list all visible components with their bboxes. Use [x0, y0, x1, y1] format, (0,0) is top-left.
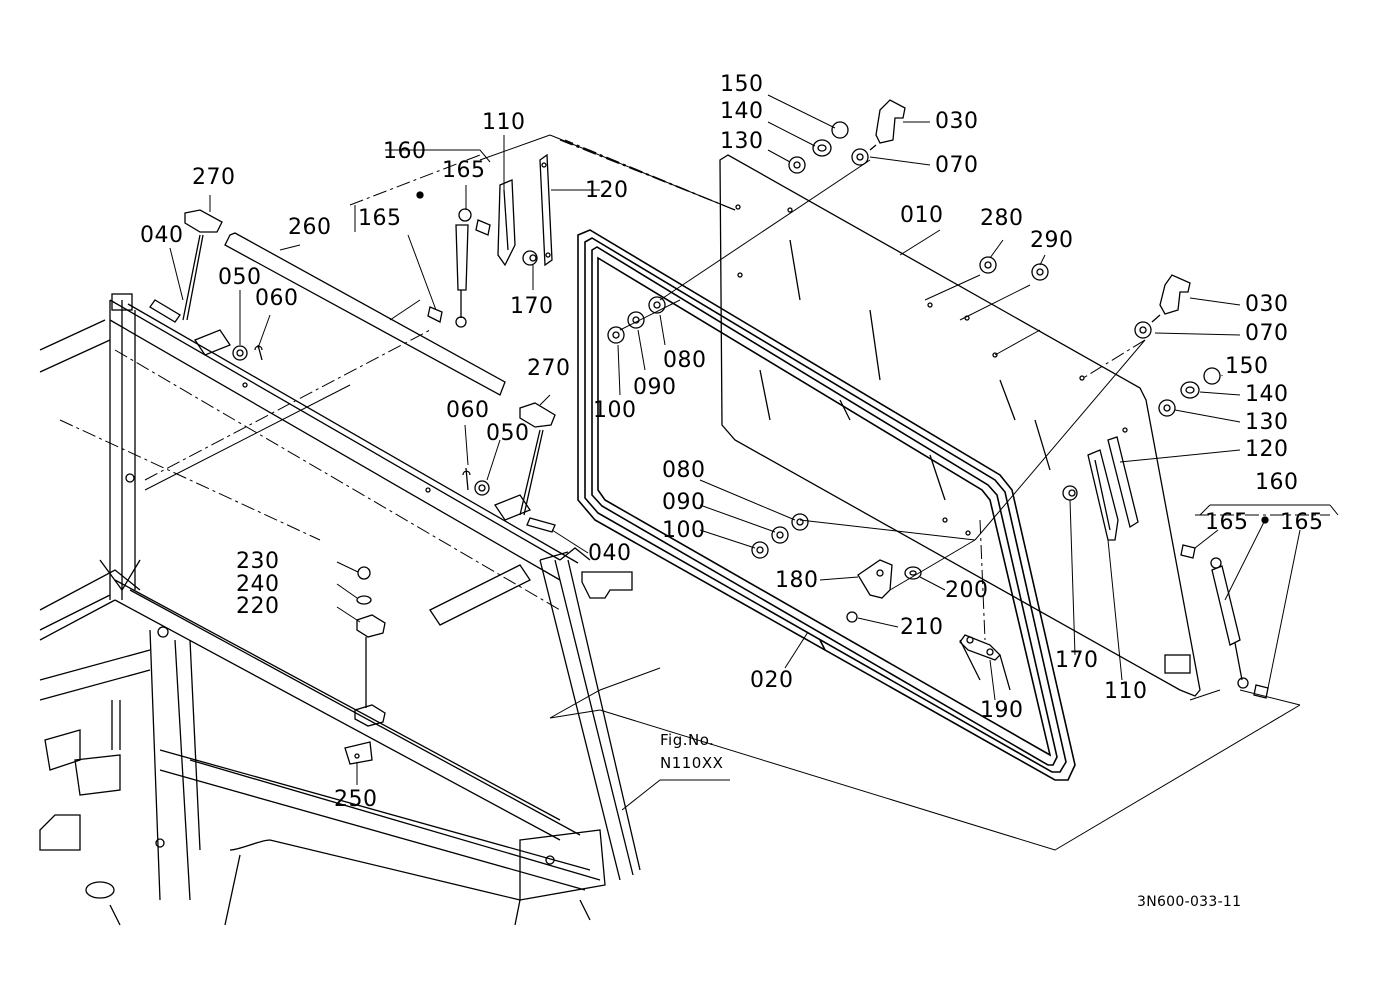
bolt-210	[846, 611, 858, 623]
callout-040-right: 040	[588, 541, 632, 566]
grommet-290	[1031, 263, 1049, 281]
pad-270-left	[182, 209, 223, 321]
washer-080-top	[648, 296, 666, 314]
latch-180	[857, 559, 893, 599]
callout-230: 230	[236, 549, 280, 574]
nut-070-right	[1134, 321, 1152, 339]
callout-090-top: 090	[633, 375, 677, 400]
callout-070-right: 070	[1245, 321, 1289, 346]
callout-140-top: 140	[720, 99, 764, 124]
callout-050-left: 050	[218, 265, 262, 290]
callout-140-right: 140	[1245, 382, 1289, 407]
pad-270-right	[519, 402, 556, 516]
nut-100-top	[607, 326, 625, 344]
figure-label: Fig.No.	[660, 731, 715, 749]
nut-150-top	[831, 121, 849, 139]
callout-100-bottom: 100	[662, 518, 706, 543]
callout-120-right: 120	[1245, 437, 1289, 462]
gas-strut-left	[416, 191, 491, 328]
callout-290: 290	[1030, 228, 1074, 253]
callout-120-left: 120	[585, 178, 629, 203]
callout-170-left: 170	[510, 294, 554, 319]
seal-frame	[577, 229, 1076, 781]
callout-165-left-a: 165	[442, 158, 486, 183]
pin-040-left	[149, 299, 181, 323]
callout-110-right: 110	[1104, 679, 1148, 704]
nut-150-right	[1203, 367, 1221, 385]
callout-080-bottom: 080	[662, 458, 706, 483]
glass-panel	[719, 154, 1201, 697]
callout-130-top: 130	[720, 129, 764, 154]
washer-090-top	[627, 311, 645, 329]
callout-160-left: 160	[383, 139, 427, 164]
callout-160-right: 160	[1255, 470, 1299, 495]
plate-120-right	[1107, 436, 1139, 529]
callout-060-right: 060	[446, 398, 490, 423]
handle-030-right	[1151, 274, 1191, 323]
callout-050-right: 050	[486, 421, 530, 446]
projection-lines	[144, 134, 1301, 851]
bracket-110-right	[1087, 449, 1119, 541]
callout-240: 240	[236, 572, 280, 597]
callout-020: 020	[750, 668, 794, 693]
bolt-stack	[344, 566, 386, 765]
washer-130-right	[1158, 399, 1176, 417]
callout-165-left-b: 165	[358, 206, 402, 231]
figure-reference: N110XX	[660, 754, 724, 772]
spacer-170-right	[1062, 485, 1078, 501]
nut-070-top	[851, 148, 869, 166]
callout-210: 210	[900, 615, 944, 640]
washer-050-left	[232, 345, 248, 361]
cotter-060-right	[462, 467, 471, 491]
callout-165-right-b: 165	[1280, 510, 1324, 535]
callout-150-top: 150	[720, 72, 764, 97]
callout-090-bottom: 090	[662, 490, 706, 515]
callout-270-left: 270	[192, 165, 236, 190]
plate-190	[959, 634, 1011, 691]
drawing-code: 3N600-033-11	[1137, 894, 1242, 910]
washer-090-bottom	[771, 526, 789, 544]
washer-080-bottom	[791, 513, 809, 531]
callout-030-top: 030	[935, 109, 979, 134]
callout-280: 280	[980, 206, 1024, 231]
bracket-110-left	[497, 179, 516, 267]
washer-140-top	[812, 139, 832, 157]
gas-strut-right	[1180, 516, 1269, 699]
washer-200	[904, 566, 922, 580]
callout-180: 180	[775, 568, 819, 593]
callout-060-left: 060	[255, 286, 299, 311]
callout-270-right: 270	[527, 356, 571, 381]
callout-070-top: 070	[935, 153, 979, 178]
nut-100-bottom	[751, 541, 769, 559]
callout-010: 010	[900, 203, 944, 228]
spacer-170-left	[522, 250, 538, 266]
callout-220: 220	[236, 594, 280, 619]
callout-110-left: 110	[482, 110, 526, 135]
callout-260: 260	[288, 215, 332, 240]
callout-130-right: 130	[1245, 410, 1289, 435]
grommet-280	[979, 256, 997, 274]
callout-190: 190	[980, 698, 1024, 723]
plate-120-left	[539, 153, 553, 267]
washer-050-right	[474, 480, 490, 496]
washer-140-right	[1180, 381, 1200, 399]
cab-frame	[39, 293, 641, 926]
callout-250: 250	[334, 787, 378, 812]
callout-200: 200	[945, 578, 989, 603]
callout-170-right: 170	[1055, 648, 1099, 673]
pin-040-right	[526, 517, 556, 533]
callout-165-right-a: 165	[1205, 510, 1249, 535]
callout-040-left: 040	[140, 223, 184, 248]
callout-150-right: 150	[1225, 354, 1269, 379]
washer-130-top	[788, 156, 806, 174]
strip-260	[224, 232, 506, 396]
callout-030-right: 030	[1245, 292, 1289, 317]
handle-030-top	[869, 99, 906, 151]
callout-100-top: 100	[593, 398, 637, 423]
leader-lines	[169, 94, 1339, 811]
callout-080-top: 080	[663, 348, 707, 373]
